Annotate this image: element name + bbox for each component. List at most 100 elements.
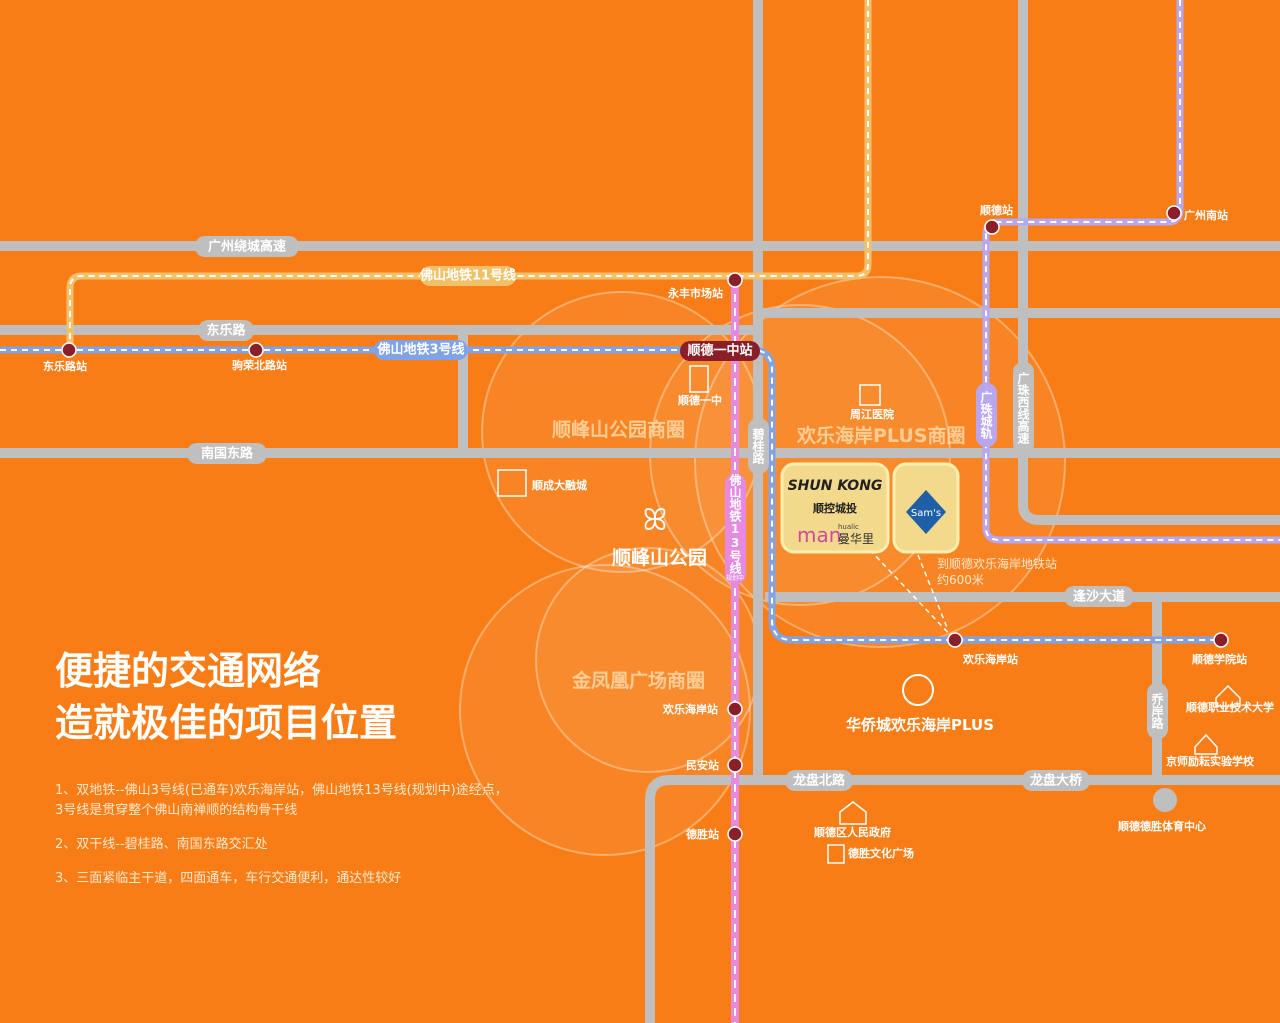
park-icon: ꕤ [643,503,668,538]
poi-label: 顺成大融城 [532,478,587,492]
map-element [1166,205,1182,221]
metro-note: 规划中 [726,574,744,582]
station-label: 顺德站 [980,203,1013,217]
map-element [1013,362,1034,454]
poi-label: 京师励耘实验学校 [1166,754,1255,768]
hospital-icon [859,384,881,406]
map-element [680,341,760,361]
road-label: 龙盘大桥 [1030,773,1083,789]
university-icon [1215,684,1241,707]
sams-logo-text: Sam's [911,508,941,519]
station-label: 顺德学院站 [1192,652,1247,666]
map-element [1213,632,1229,648]
road-label-vertical: 乔岸路 [1150,692,1164,730]
map-element [195,236,299,257]
note-text: 2、双干线--碧桂路、南国东路交汇处 [55,837,268,852]
road-line [645,775,1280,1023]
map-element [69,0,869,350]
brand-logo-text: SHUN KONG [788,478,883,494]
map-element [420,266,516,286]
map-element [1064,586,1134,607]
map-element [0,349,1222,641]
brand-name: 曼华里 [838,532,874,546]
map-element [374,340,468,360]
intercity-label: 广珠城轨 [979,390,993,440]
station-label: 德胜站 [685,827,719,841]
map-element [187,443,267,464]
map-element [748,418,769,474]
poi-label: 华侨城欢乐海岸PLUS [846,716,994,734]
project-card [780,462,890,554]
zone-label: 金凤凰广场商圈 [571,669,705,692]
ferris-wheel-icon [902,674,934,706]
note-text: 3号线是贯穿整个佛山南禅顺的结构骨干线 [55,803,298,818]
road-label: 广州绕城高速 [208,239,286,255]
poi-label: 顺德一中 [678,393,722,407]
metro-label: 佛山地铁3号线 [376,342,464,358]
metro-line-11 [66,0,872,350]
sams-logo [906,490,946,534]
brand-sub: hualic [838,523,859,531]
map-element [785,770,853,791]
station-label: 顺德一中站 [687,343,752,359]
map-element [1022,770,1090,791]
note-text: 3、三面紧临主干道，四面通车，车行交通便利，通达性较好 [55,871,402,886]
stations[interactable]: 东乐路站 驹荣北路站 永丰市场站 顺德一中站 顺德站 广州南站 欢乐海岸站 顺德… [43,203,1247,842]
school-icon [1194,733,1218,755]
road-label-vertical: 碧桂路 [751,427,765,465]
note-text: 1、双地铁--佛山3号线(已通车)欢乐海岸站，佛山地铁13号线(规划中)途经点， [55,783,508,798]
circle-happy-coast [694,276,1066,648]
project-logos[interactable]: SHUN KONG 顺控城投 man hualic 曼华里 Sam's 到顺德欢… [780,462,1057,587]
map-element [727,701,743,717]
zone-label: 欢乐海岸PLUS商圈 [796,424,965,447]
metro-label-vertical: 佛山地铁13号线 [728,473,742,575]
map-element [727,757,743,773]
distance-lines [869,549,956,641]
distance-label: 到顺德欢乐海岸地铁站 [937,556,1057,571]
poi-label: 顺德德胜体育中心 [1118,819,1206,833]
map-element [727,272,743,288]
station-label: 欢乐海岸站 [662,702,718,716]
stadium-icon [1153,788,1177,812]
highway-label: 广珠西线高速 [1016,371,1030,445]
station-label: 欢乐海岸站 [962,652,1018,666]
poi-label: 顺德区人民政府 [814,825,891,839]
road-labels: 广州绕城高速 东乐路 南国东路 碧桂路 逢沙大道 乔岸路 龙盘北路 龙盘大桥 佛… [187,236,1168,791]
map-element [976,383,997,447]
zone-label: 顺峰山公园商圈 [552,418,685,441]
station-label: 驹荣北路站 [232,358,287,372]
mall-icon [497,469,527,497]
map-element [1147,683,1168,739]
station-label: 广州南站 [1184,208,1228,222]
station-label: 永丰市场站 [667,286,723,300]
road-label: 东乐路 [206,323,246,339]
pois: 顺德一中 周江医院 顺成大融城 ꕤ 顺峰山公园 华侨城欢乐海岸PLUS 顺德职业… [497,365,1274,864]
headline-line: 造就极佳的项目位置 [55,700,398,745]
road-label: 逢沙大道 [1073,589,1125,605]
poi-label: 周江医院 [850,407,894,421]
map-element [984,219,1000,235]
road-label: 南国东路 [201,446,254,462]
headline: 便捷的交通网络 造就极佳的项目位置 [55,645,397,749]
map-element [725,474,746,584]
government-icon [839,801,867,825]
poi-label: 德胜文化广场 [847,846,914,860]
school-icon [689,365,709,393]
metro-label: 佛山地铁11号线 [419,268,516,284]
map-element [61,342,77,358]
poi-label: 顺峰山公园 [612,546,707,569]
poi-label: 顺德职业技术大学 [1186,700,1274,714]
road-label: 龙盘北路 [793,773,846,789]
station-label: 东乐路站 [43,359,87,373]
brand-name: 顺控城投 [813,501,857,515]
notes: 1、双地铁--佛山3号线(已通车)欢乐海岸站，佛山地铁13号线(规划中)途经点，… [55,781,508,903]
plaza-icon [827,844,845,864]
map-element [248,342,264,358]
station-label: 民安站 [686,758,719,772]
map-element [947,632,963,648]
brand-logo-text: man [797,523,841,547]
headline-line: 便捷的交通网络 [55,648,322,693]
map-element [727,826,743,842]
road-line [1018,0,1280,525]
